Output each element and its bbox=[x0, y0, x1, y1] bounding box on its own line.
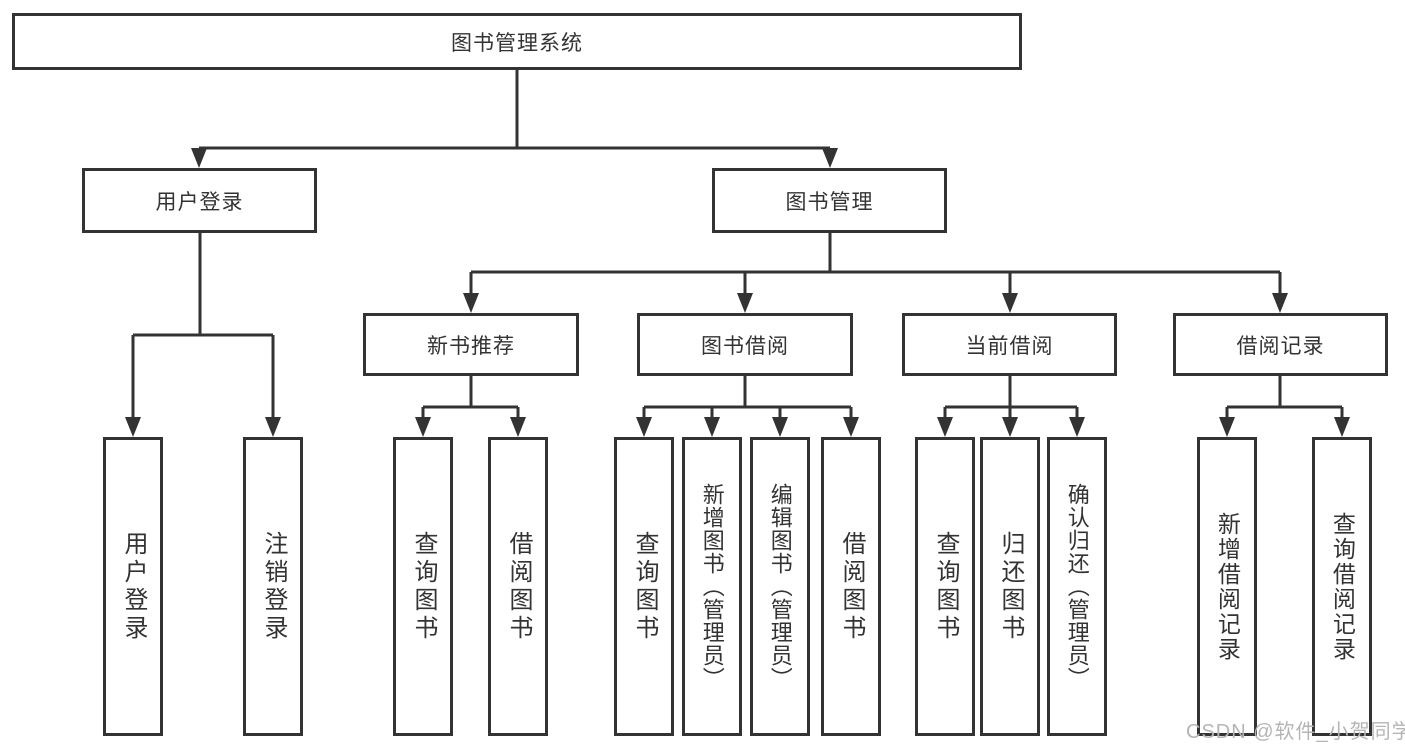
csdn-watermark: CSDN @软件_小贺同学 bbox=[1186, 721, 1405, 743]
leaf-label: 归还图书 bbox=[997, 530, 1024, 643]
arrowhead-down-icon bbox=[1002, 417, 1018, 437]
arrowhead-down-icon bbox=[937, 417, 953, 437]
leaf-label: 确认归还（管理员） bbox=[1064, 483, 1090, 690]
node-label: 借阅记录 bbox=[1236, 334, 1325, 358]
node-label: 当前借阅 bbox=[965, 334, 1054, 358]
node-label: 新书推荐 bbox=[427, 334, 515, 358]
leaf-user-login: 用户登录 bbox=[103, 437, 163, 736]
arrowhead-down-icon bbox=[822, 148, 838, 168]
node-label: 图书管理系统 bbox=[451, 31, 583, 55]
arrowhead-down-icon bbox=[843, 417, 859, 437]
leaf-label: 查询图书 bbox=[631, 530, 658, 643]
arrowhead-down-icon bbox=[125, 417, 141, 437]
node-book-management-system: 图书管理系统 bbox=[12, 13, 1022, 70]
leaf-query-books-borrow: 查询图书 bbox=[614, 437, 674, 736]
node-label: 图书借阅 bbox=[701, 334, 789, 358]
leaf-add-borrow-record: 新增借阅记录 bbox=[1197, 437, 1257, 736]
node-label: 图书管理 bbox=[785, 190, 874, 214]
leaf-query-borrow-record: 查询借阅记录 bbox=[1312, 437, 1372, 736]
node-book-management: 图书管理 bbox=[712, 168, 947, 233]
arrowhead-down-icon bbox=[510, 417, 526, 437]
leaf-label: 借阅图书 bbox=[838, 530, 865, 643]
leaf-label: 新增图书（管理员） bbox=[699, 483, 725, 690]
leaf-label: 查询图书 bbox=[932, 530, 959, 643]
leaf-borrow-books: 借阅图书 bbox=[821, 437, 881, 736]
leaf-edit-book-admin: 编辑图书（管理员） bbox=[750, 437, 810, 736]
arrowhead-down-icon bbox=[772, 417, 788, 437]
leaf-logout-login: 注销登录 bbox=[243, 437, 303, 736]
node-current-borrow: 当前借阅 bbox=[902, 313, 1117, 376]
leaf-label: 用户登录 bbox=[120, 530, 147, 643]
leaf-query-books-recommend: 查询图书 bbox=[393, 437, 453, 736]
leaf-label: 查询图书 bbox=[410, 530, 437, 643]
leaf-label: 编辑图书（管理员） bbox=[767, 483, 793, 690]
node-borrow-records: 借阅记录 bbox=[1173, 313, 1388, 376]
leaf-label: 注销登录 bbox=[260, 530, 287, 643]
leaf-label: 新增借阅记录 bbox=[1214, 511, 1241, 662]
leaf-borrow-books-recommend: 借阅图书 bbox=[488, 437, 548, 736]
leaf-query-books-current: 查询图书 bbox=[915, 437, 975, 736]
arrowhead-down-icon bbox=[463, 293, 479, 313]
leaf-confirm-return-admin: 确认归还（管理员） bbox=[1047, 437, 1107, 736]
arrowhead-down-icon bbox=[636, 417, 652, 437]
arrowhead-down-icon bbox=[704, 417, 720, 437]
leaf-return-book: 归还图书 bbox=[980, 437, 1040, 736]
arrowhead-down-icon bbox=[265, 417, 281, 437]
leaf-label: 查询借阅记录 bbox=[1329, 511, 1356, 662]
leaf-add-book-admin: 新增图书（管理员） bbox=[682, 437, 742, 736]
node-user-login: 用户登录 bbox=[82, 168, 317, 233]
arrowhead-down-icon bbox=[1069, 417, 1085, 437]
arrowhead-down-icon bbox=[1272, 293, 1288, 313]
node-label: 用户登录 bbox=[155, 190, 244, 214]
arrowhead-down-icon bbox=[1002, 293, 1018, 313]
arrowhead-down-icon bbox=[737, 293, 753, 313]
arrowhead-down-icon bbox=[191, 148, 207, 168]
leaf-label: 借阅图书 bbox=[505, 530, 532, 643]
arrowhead-down-icon bbox=[415, 417, 431, 437]
node-new-book-recommend: 新书推荐 bbox=[363, 313, 579, 376]
arrowhead-down-icon bbox=[1334, 417, 1350, 437]
arrowhead-down-icon bbox=[1219, 417, 1235, 437]
node-book-borrow: 图书借阅 bbox=[637, 313, 853, 376]
